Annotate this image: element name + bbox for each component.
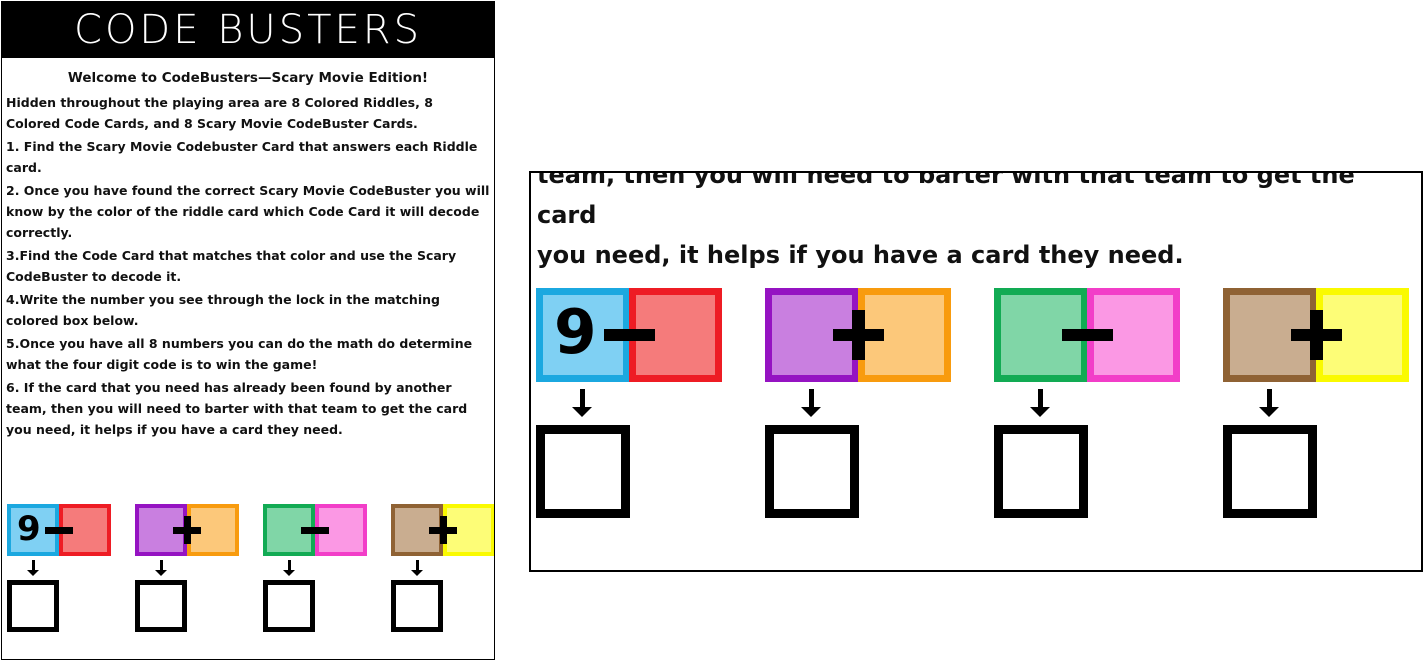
instruction-page: CODE BUSTERS Welcome to CodeBusters—Scar… bbox=[1, 1, 495, 660]
minus-sign bbox=[604, 328, 655, 342]
step-5: 5.Once you have all 8 numbers you can do… bbox=[6, 336, 473, 372]
plus-sign-vertical bbox=[1310, 309, 1323, 360]
plus-sign-vertical bbox=[852, 309, 865, 360]
answer-box bbox=[391, 580, 443, 632]
down-arrow-head-icon bbox=[1259, 406, 1279, 417]
code-digit: 9 bbox=[554, 297, 597, 369]
page-title: CODE BUSTERS bbox=[74, 7, 422, 53]
answer-box bbox=[536, 424, 630, 519]
down-arrow-icon bbox=[580, 388, 586, 407]
down-arrow-icon bbox=[809, 388, 815, 407]
answer-box bbox=[135, 580, 187, 632]
down-arrow-head-icon bbox=[27, 570, 39, 576]
answer-box bbox=[994, 424, 1088, 519]
down-arrow-icon bbox=[159, 560, 163, 570]
step-6: 6. If the card that you need has already… bbox=[6, 380, 468, 437]
down-arrow-icon bbox=[1267, 388, 1273, 407]
zoom-line-1: team, then you will need to barter with … bbox=[537, 171, 1355, 229]
answer-box bbox=[765, 424, 859, 519]
step-3: 3.Find the Code Card that matches that c… bbox=[6, 248, 457, 284]
step-1: 1. Find the Scary Movie Codebuster Card … bbox=[6, 139, 478, 175]
down-arrow-head-icon bbox=[801, 406, 821, 417]
down-arrow-icon bbox=[31, 560, 35, 570]
intro-summary: Hidden throughout the playing area are 8… bbox=[6, 95, 433, 131]
down-arrow-icon bbox=[287, 560, 291, 570]
minus-sign bbox=[1062, 328, 1113, 342]
zoom-line-2: you need, it helps if you have a card th… bbox=[537, 241, 1184, 269]
color-square-right bbox=[857, 288, 952, 382]
zoom-text: team, then you will need to barter with … bbox=[537, 171, 1417, 275]
answer-box bbox=[1223, 424, 1317, 519]
step-2: 2. Once you have found the correct Scary… bbox=[6, 183, 490, 240]
down-arrow-head-icon bbox=[155, 570, 167, 576]
minus-sign bbox=[45, 526, 73, 534]
step-4: 4.Write the number you see through the l… bbox=[6, 292, 440, 328]
down-arrow-head-icon bbox=[283, 570, 295, 576]
code-digit: 9 bbox=[17, 509, 41, 549]
down-arrow-icon bbox=[415, 560, 419, 570]
minus-sign bbox=[301, 526, 329, 534]
title-banner: CODE BUSTERS bbox=[2, 2, 494, 58]
answer-box bbox=[7, 580, 59, 632]
plus-sign-vertical bbox=[439, 516, 447, 544]
down-arrow-icon bbox=[1038, 388, 1044, 407]
plus-sign-vertical bbox=[183, 516, 191, 544]
down-arrow-head-icon bbox=[1030, 406, 1050, 417]
answer-box bbox=[263, 580, 315, 632]
zoom-panel: team, then you will need to barter with … bbox=[529, 171, 1423, 572]
down-arrow-head-icon bbox=[572, 406, 592, 417]
welcome-heading: Welcome to CodeBusters—Scary Movie Editi… bbox=[67, 70, 429, 86]
down-arrow-head-icon bbox=[411, 570, 423, 576]
